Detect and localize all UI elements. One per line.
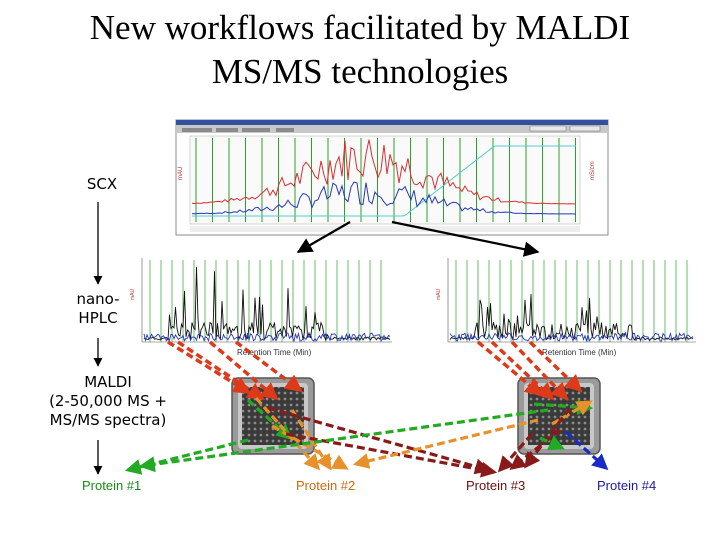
arrow-scx-fraction-1	[296, 221, 351, 253]
title-line-1: New workflows facilitated by MALDI	[89, 8, 631, 47]
scx-trace-cyan	[192, 145, 576, 217]
svg-text:mAU: mAU	[178, 167, 184, 180]
scx-trace-red	[191, 139, 576, 205]
nanohplc-chromatogram-1: mAU Retention Time (Min)	[130, 256, 394, 357]
step-maldi-line-3: MS/MS spectra)	[49, 411, 167, 429]
plate2-to-protein-arrows	[138, 399, 609, 473]
hplc2-xaxis-label: Retention Time (Min)	[542, 348, 617, 357]
step-maldi-line-2: (2-50,000 MS +	[49, 392, 167, 410]
scx-window-toolbar	[176, 125, 608, 133]
arrow-scx-fraction-2	[391, 220, 540, 257]
step-nanohplc-line-2: HPLC	[78, 309, 118, 327]
title-line-2: MS/MS technologies	[211, 52, 509, 91]
svg-text:mS/cm: mS/cm	[590, 161, 596, 180]
step-scx-label: SCX	[86, 175, 118, 193]
step-nanohplc-line-1: nano-	[76, 290, 120, 308]
protein-1-label: Protein #1	[82, 478, 142, 493]
step-maldi-line-1: MALDI	[84, 373, 132, 391]
hplc2-trace-blue	[449, 331, 694, 343]
hplc1-xaxis-label: Retention Time (Min)	[237, 348, 312, 357]
scx-window-titlebar	[176, 120, 608, 125]
scx-chromatogram-screenshot: mAU mS/cm	[175, 119, 609, 236]
slide-title: New workflows facilitated by MALDI MS/MS…	[0, 6, 720, 94]
hplc1-to-plate1-arrows	[167, 340, 303, 401]
step-maldi-label: MALDI (2-50,000 MS + MS/MS spectra)	[34, 373, 182, 430]
protein-3-label: Protein #3	[466, 478, 526, 493]
svg-text:mAU: mAU	[130, 289, 136, 301]
scx-fraction-lines	[195, 138, 576, 222]
protein-2-label: Protein #2	[296, 478, 356, 493]
nanohplc-chromatogram-2: mAU Retention Time (Min)	[436, 256, 698, 357]
hplc2-to-plate2-arrows	[476, 340, 583, 401]
scx-trace-blue	[191, 181, 577, 215]
svg-text:mAU: mAU	[436, 289, 442, 301]
hplc2-trace	[449, 294, 694, 341]
protein-4-label: Protein #4	[597, 478, 657, 493]
step-nanohplc-label: nano- HPLC	[66, 290, 130, 328]
hplc1-trace-blue	[143, 331, 391, 343]
